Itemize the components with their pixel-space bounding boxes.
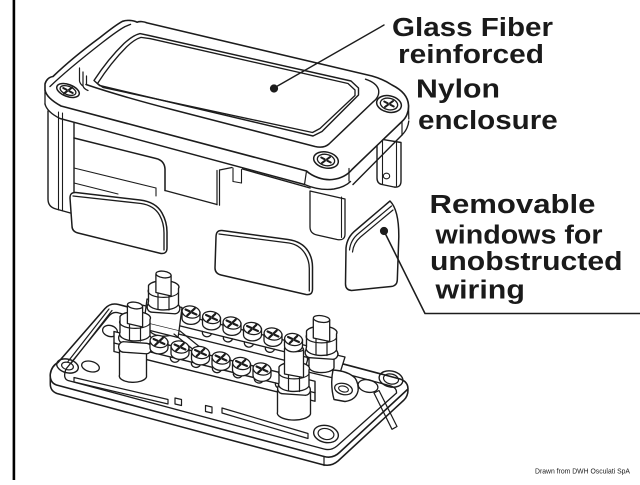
svg-text:enclosure: enclosure <box>418 107 558 135</box>
svg-text:windows for: windows for <box>434 221 602 249</box>
svg-text:Drawn from DWH Osculati SpA: Drawn from DWH Osculati SpA <box>535 467 631 476</box>
svg-text:Removable: Removable <box>430 191 596 219</box>
svg-text:unobstructed: unobstructed <box>430 248 623 276</box>
svg-text:Glass Fiber: Glass Fiber <box>392 14 553 42</box>
svg-text:reinforced: reinforced <box>398 41 544 69</box>
svg-text:Nylon: Nylon <box>416 76 500 104</box>
svg-text:wiring: wiring <box>434 276 525 304</box>
